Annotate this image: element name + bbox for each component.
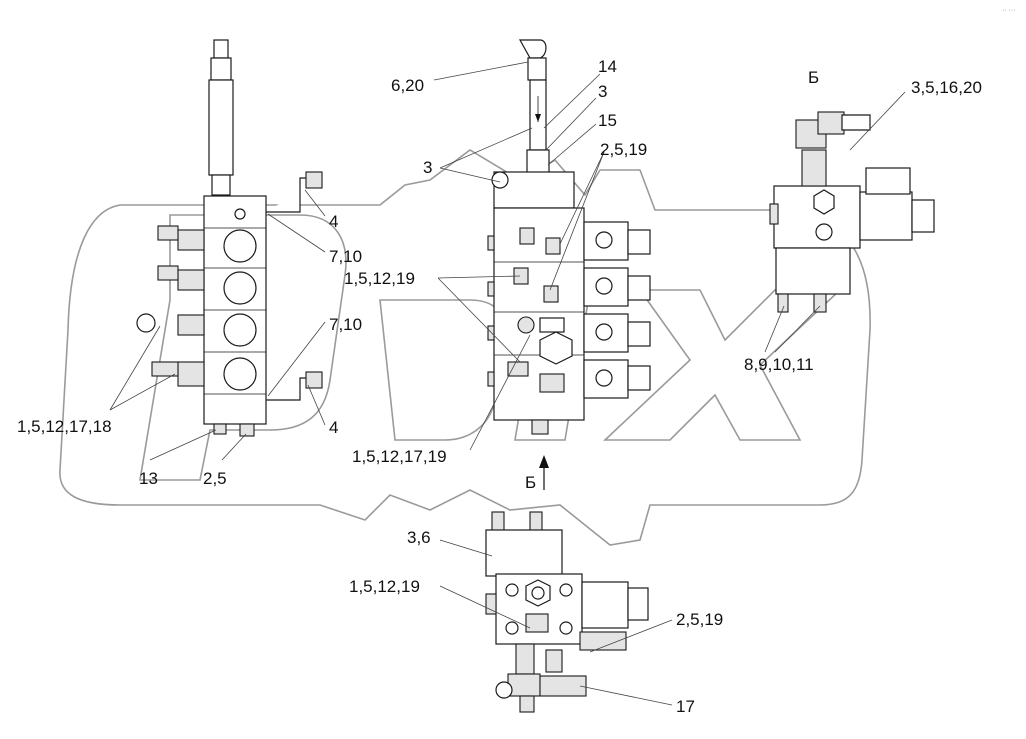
corner-mark: ·· ··· xyxy=(1002,7,1016,14)
label-13: 13 xyxy=(139,469,158,488)
detail-b-assembly xyxy=(769,111,935,313)
left-fittings xyxy=(136,225,205,387)
label-17: 17 xyxy=(676,697,695,716)
label-6-20: 6,20 xyxy=(391,76,424,95)
label-2-5-19-bottom: 2,5,19 xyxy=(676,610,723,629)
detail-b-base xyxy=(775,247,851,295)
left-valve-assembly xyxy=(136,39,323,437)
label-2-5-19-upper: 2,5,19 xyxy=(600,140,647,159)
left-spool-port-2 xyxy=(223,271,257,305)
left-rod-cap xyxy=(213,39,229,59)
left-spool-port-4 xyxy=(223,357,257,391)
left-rod-tube xyxy=(208,79,234,176)
label-b-arrow: Б xyxy=(525,473,536,492)
label-1-5-12-19-center: 1,5,12,19 xyxy=(344,269,415,288)
label-3-upper: 3 xyxy=(598,82,607,101)
label-1-5-12-19-bottom: 1,5,12,19 xyxy=(349,577,420,596)
label-15: 15 xyxy=(598,111,617,130)
callout-labels: 6,20 14 3 15 2,5,19 3 Б 3,5,16,20 4 7,10… xyxy=(17,57,982,716)
left-rod-nut xyxy=(210,57,232,81)
bottom-solenoid xyxy=(581,581,629,629)
label-3-left: 3 xyxy=(423,158,432,177)
label-7-10-upper: 7,10 xyxy=(329,247,362,266)
watermark-outline xyxy=(59,149,871,546)
label-2-5: 2,5 xyxy=(203,469,227,488)
label-7-10-lower: 7,10 xyxy=(329,315,362,334)
label-b-view-title: Б xyxy=(808,68,819,87)
center-valve-assembly xyxy=(487,39,651,435)
label-1-5-12-17-19: 1,5,12,17,19 xyxy=(352,447,447,466)
label-4-lower: 4 xyxy=(329,418,338,437)
bottom-detail-assembly xyxy=(485,511,649,713)
label-4-upper: 4 xyxy=(329,212,338,231)
label-14: 14 xyxy=(598,57,617,76)
bottom-bracket xyxy=(485,529,563,577)
left-spool-port-1 xyxy=(223,229,257,263)
left-spool-port-3 xyxy=(223,313,257,347)
label-8-9-10-11: 8,9,10,11 xyxy=(744,355,814,374)
view-b-arrow xyxy=(539,455,549,490)
label-1-5-12-17-18: 1,5,12,17,18 xyxy=(17,417,112,436)
detail-b-solenoid xyxy=(859,191,913,241)
leader-lines xyxy=(109,61,906,706)
center-valve-body xyxy=(493,207,585,421)
label-3-5-16-20: 3,5,16,20 xyxy=(911,78,982,97)
center-elbow xyxy=(518,39,547,59)
label-3-6: 3,6 xyxy=(407,528,431,547)
left-rod-fitting xyxy=(211,174,231,196)
